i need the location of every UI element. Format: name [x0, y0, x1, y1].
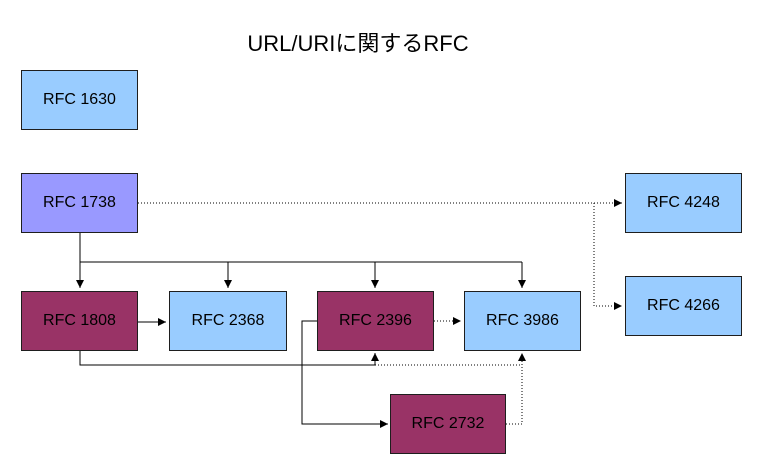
- node-rfc1738: RFC 1738: [21, 173, 138, 233]
- node-rfc4248: RFC 4248: [625, 173, 742, 233]
- node-rfc2732-label: RFC 2732: [411, 415, 485, 432]
- diagram-title-text: URL/URIに関するRFC: [247, 31, 469, 56]
- node-rfc4248-label: RFC 4248: [647, 194, 720, 211]
- node-rfc1738-label: RFC 1738: [43, 194, 116, 211]
- node-rfc2396-label: RFC 2396: [339, 312, 412, 329]
- node-rfc2368-label: RFC 2368: [191, 312, 265, 329]
- node-rfc1630: RFC 1630: [21, 70, 138, 130]
- node-rfc2732: RFC 2732: [390, 394, 506, 454]
- edge-2732-3986: [506, 365, 523, 425]
- diagram-title: URL/URIに関するRFC: [0, 26, 768, 58]
- node-rfc2396: RFC 2396: [317, 291, 434, 351]
- node-rfc2368: RFC 2368: [169, 291, 287, 351]
- node-rfc4266-label: RFC 4266: [647, 297, 720, 314]
- node-rfc1808-label: RFC 1808: [43, 312, 116, 329]
- edge-2396-2732: [301, 320, 388, 428]
- node-rfc3986: RFC 3986: [464, 291, 581, 351]
- node-rfc1808: RFC 1808: [21, 291, 138, 351]
- edge-1808-3986: [375, 353, 526, 366]
- node-rfc1630-label: RFC 1630: [43, 91, 116, 108]
- edge-1738-dotted: [138, 199, 622, 310]
- node-rfc4266: RFC 4266: [625, 276, 742, 336]
- edge-1738-4266: [593, 203, 622, 310]
- edge-1738-branches: [76, 233, 526, 288]
- node-rfc3986-label: RFC 3986: [486, 312, 559, 329]
- edge-1808-2396: [79, 351, 379, 366]
